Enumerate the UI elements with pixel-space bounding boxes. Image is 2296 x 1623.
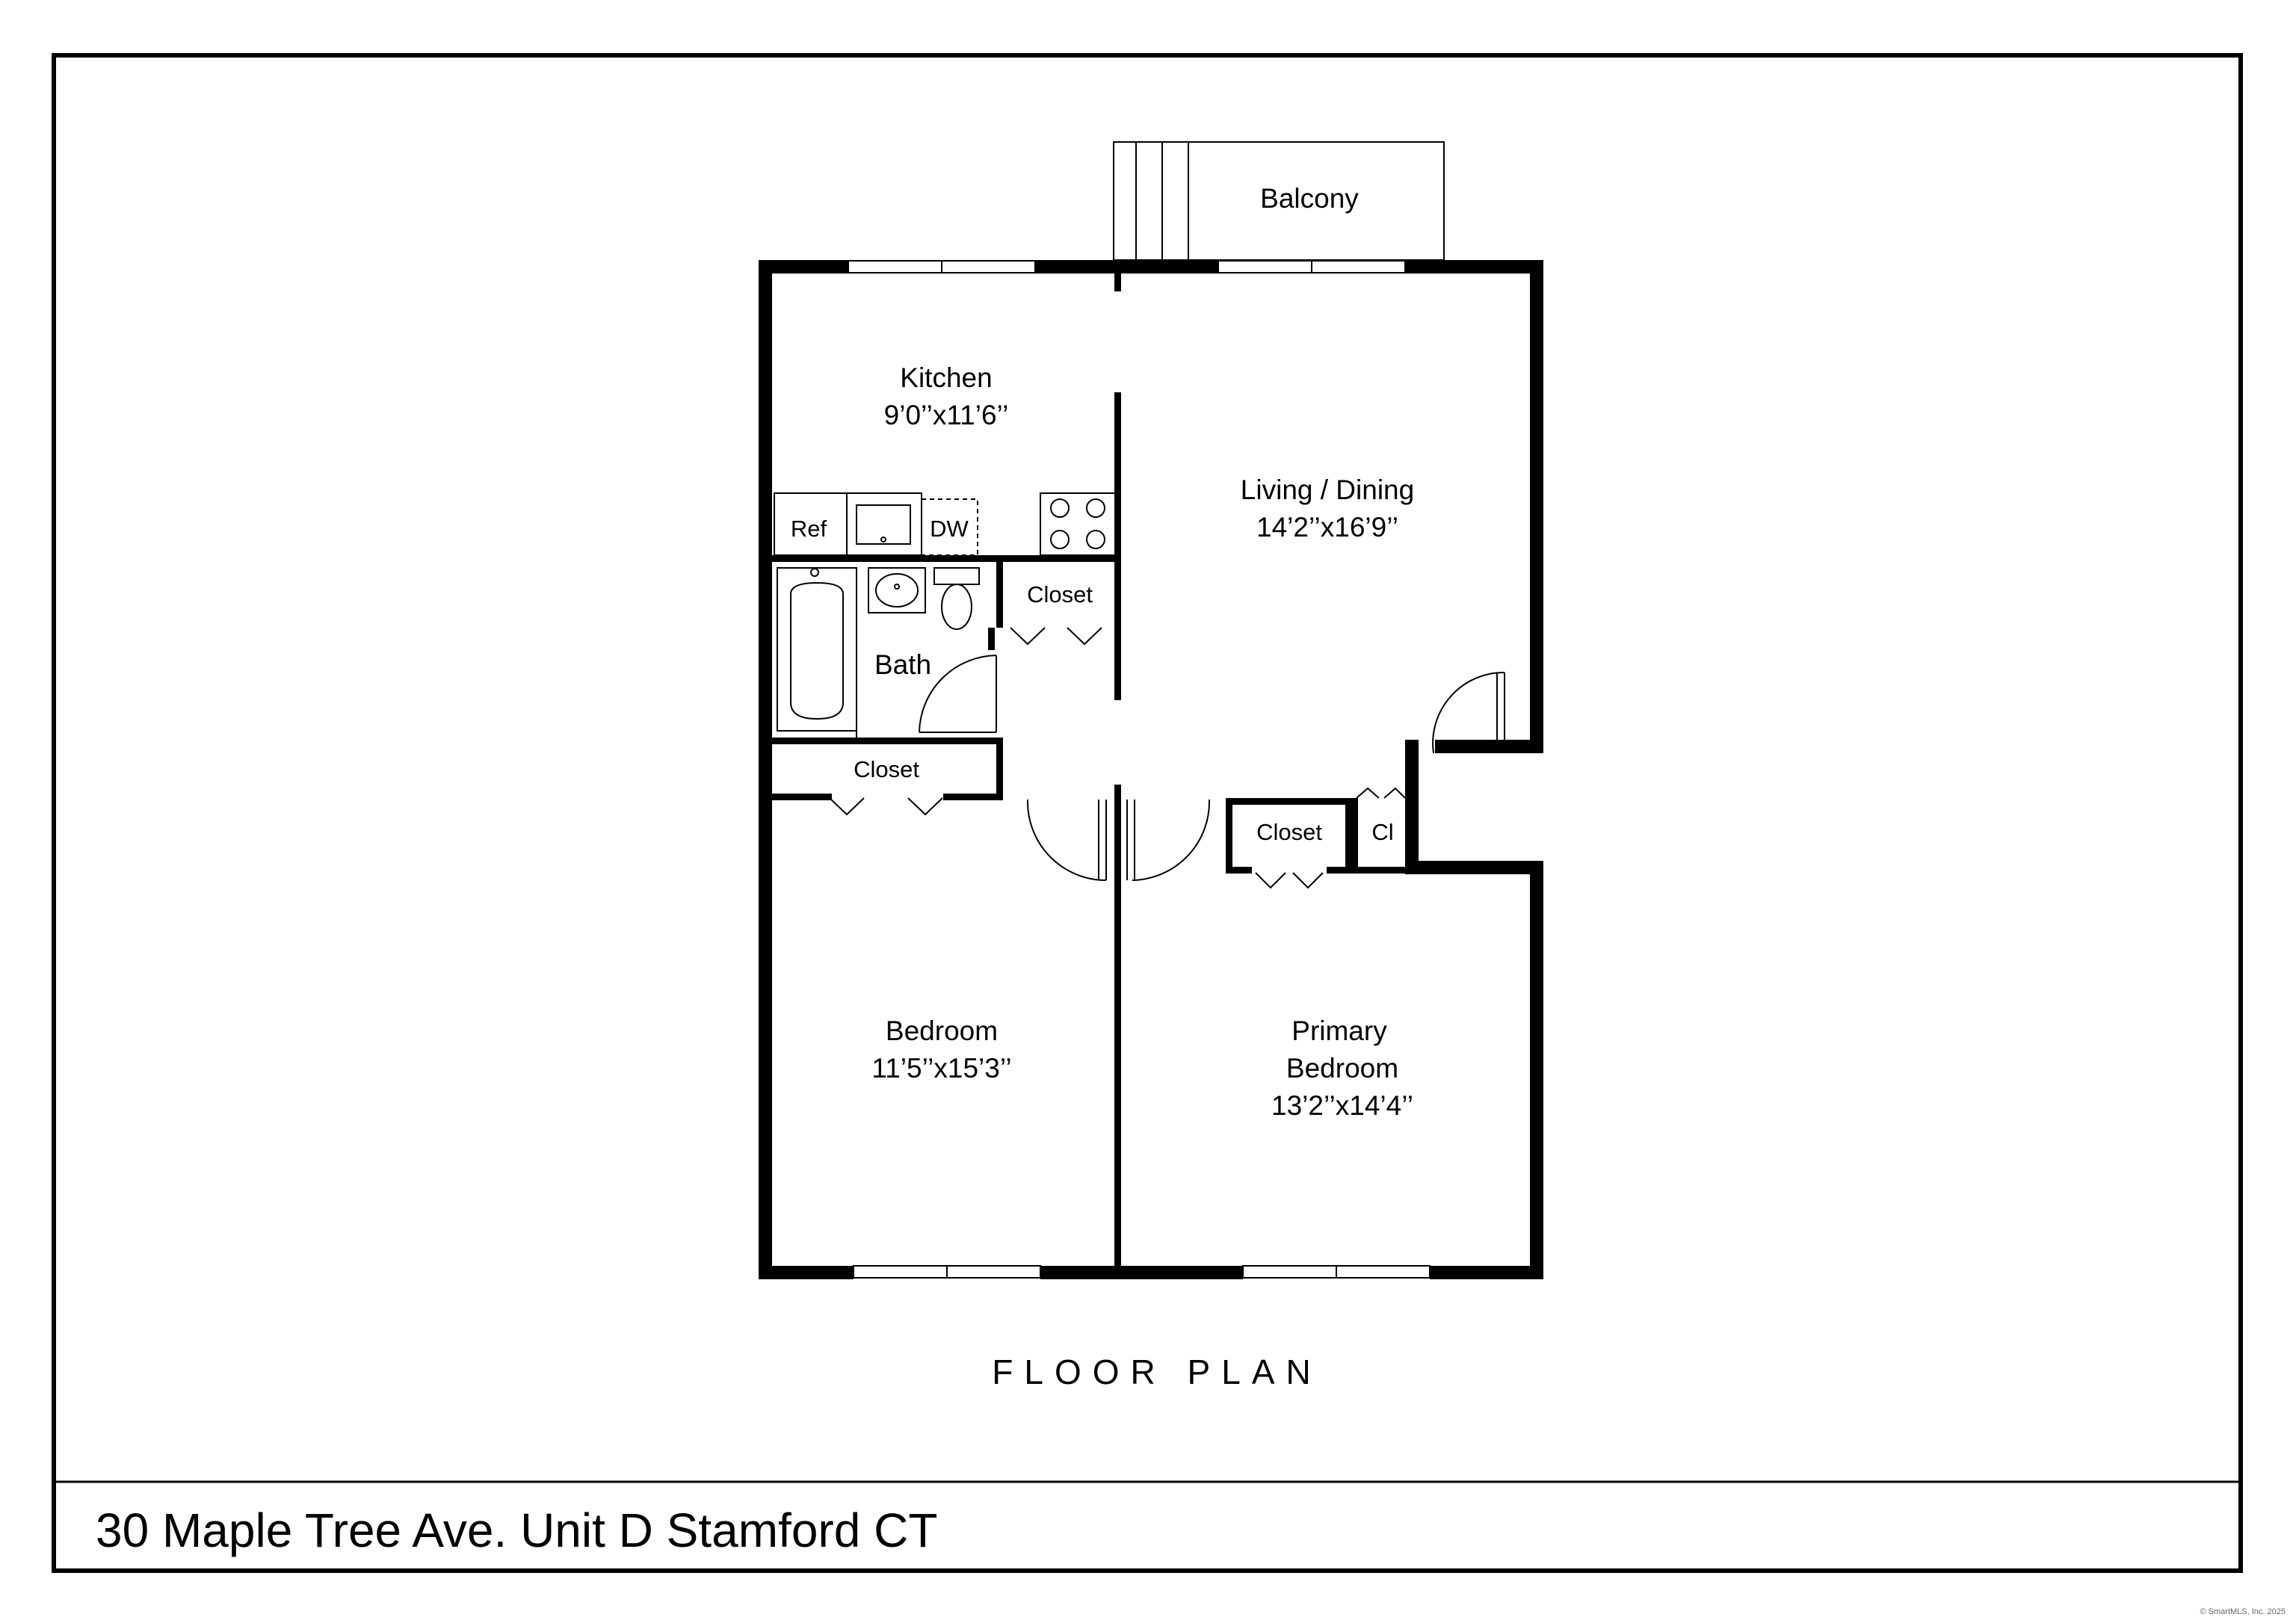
primary-dims: 13’2’’x14’4’’	[1271, 1090, 1413, 1121]
bedroom-closet-label: Closet	[854, 756, 919, 782]
hall-closet-label: Closet	[1027, 581, 1093, 608]
living-label: Living / Dining	[1241, 474, 1414, 505]
toilet-icon	[941, 584, 972, 630]
page-frame	[52, 53, 2243, 1573]
primary-label-2: Bedroom	[1286, 1053, 1398, 1083]
dw-label: DW	[930, 516, 969, 542]
ref-label: Ref	[791, 516, 827, 542]
kitchen-label: Kitchen	[900, 362, 992, 393]
living-dims: 14’2’’x16’9’’	[1256, 512, 1398, 542]
kitchen-fixtures	[774, 492, 1116, 556]
walls	[759, 260, 1543, 1279]
burner-icon	[1050, 498, 1070, 518]
sink-icon	[856, 504, 911, 545]
primary-label-1: Primary	[1292, 1015, 1387, 1046]
bedroom-label: Bedroom	[886, 1015, 998, 1046]
balcony-label: Balcony	[1260, 183, 1359, 214]
bath-fixtures	[777, 567, 980, 738]
floor-plan-caption: FLOOR PLAN	[992, 1352, 1321, 1391]
bathtub-icon	[777, 567, 857, 732]
bedroom-dims: 11’5’’x15’3’’	[871, 1053, 1011, 1083]
small-closet-label: Cl	[1371, 819, 1393, 845]
bathroom-sink-icon	[868, 567, 926, 613]
primary-closet-label: Closet	[1256, 819, 1322, 845]
kitchen-dims: 9’0’’x11’6’’	[884, 400, 1009, 430]
bifold-doors	[829, 627, 1406, 889]
doors	[919, 655, 1505, 881]
address-label: 30 Maple Tree Ave. Unit D Stamford CT	[96, 1503, 937, 1557]
bath-label: Bath	[874, 649, 931, 680]
copyright-label: © SmartMLS, Inc. 2025	[2200, 1607, 2286, 1616]
